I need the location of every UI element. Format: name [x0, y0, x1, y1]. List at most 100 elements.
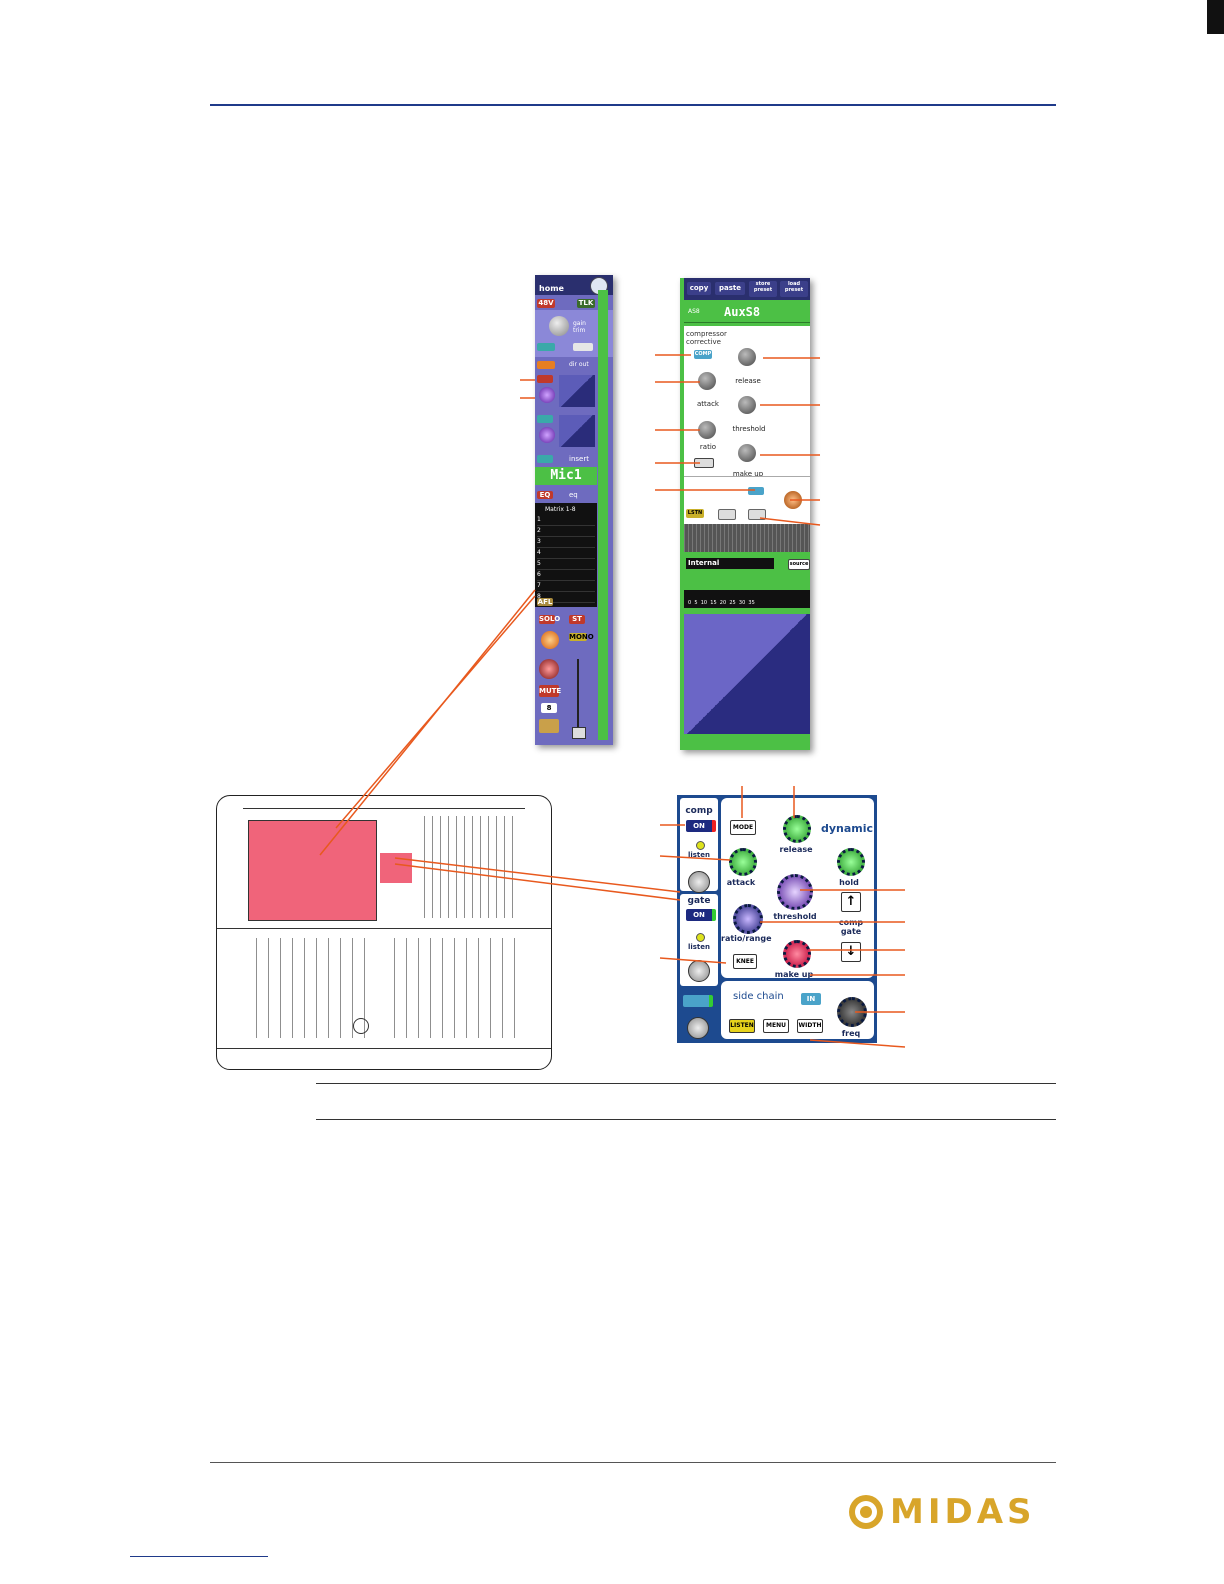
strip-gate-knob[interactable]	[539, 427, 555, 443]
console-overview	[216, 795, 552, 1070]
comp-on-button[interactable]	[537, 375, 553, 383]
matrix-row[interactable]: 7	[537, 582, 595, 592]
comp-up-button[interactable]: ↑	[841, 892, 861, 912]
channel-name[interactable]: Mic1	[535, 467, 597, 485]
matrix-row[interactable]: 3	[537, 538, 595, 548]
hold-knob[interactable]	[837, 848, 865, 876]
pan-knob[interactable]	[541, 631, 559, 649]
make-up-knob[interactable]	[738, 444, 756, 462]
matrix-row[interactable]: 1	[537, 516, 595, 526]
gate-section: gate ON listen	[680, 894, 718, 986]
console-bottom-rule	[217, 1048, 551, 1049]
threshold-knob[interactable]	[777, 874, 813, 910]
talk-button[interactable]: TLK	[577, 299, 595, 308]
ratio-knob[interactable]	[698, 421, 716, 439]
dir-out-label: dir out	[569, 361, 589, 368]
insert-button[interactable]	[537, 455, 553, 463]
eq-button[interactable]: EQ	[537, 491, 553, 499]
store-preset-button[interactable]: store preset	[749, 281, 777, 297]
meter-scale: 0 5 10 15 20 25 30 35	[688, 600, 755, 606]
menu-button[interactable]	[718, 509, 736, 520]
release-knob[interactable]	[783, 815, 811, 843]
dynamics-section: MODE release dynamic attack hold thresho…	[721, 798, 874, 979]
comp-listen-button[interactable]	[688, 871, 710, 893]
dir-out-button[interactable]	[537, 361, 555, 369]
midas-logo-mark	[849, 1495, 883, 1529]
knee-button[interactable]: KNEE	[733, 954, 757, 969]
vca-number: 8	[541, 703, 557, 713]
width-button[interactable]	[748, 509, 766, 520]
afl-button[interactable]: AFL	[537, 598, 553, 606]
make-up-label: make up	[732, 470, 764, 478]
aux-listen-button[interactable]	[687, 1017, 709, 1039]
side-chain-label: side chain	[733, 991, 784, 1002]
st-button[interactable]: ST	[569, 615, 585, 624]
fader-cap[interactable]	[572, 727, 586, 739]
mute-button[interactable]: MUTE	[539, 685, 562, 697]
level-knob[interactable]	[539, 659, 559, 679]
listen-button[interactable]: LSTN	[686, 509, 704, 518]
aux-graph	[684, 614, 810, 734]
strip-comp-knob[interactable]	[539, 387, 555, 403]
paste-button[interactable]: paste	[715, 282, 745, 295]
matrix-row[interactable]: 2	[537, 527, 595, 537]
menu-button[interactable]: MENU	[763, 1019, 789, 1033]
matrix-row[interactable]: 6	[537, 571, 595, 581]
side-chain-section: LSTN	[684, 476, 810, 529]
width-button[interactable]: WIDTH	[797, 1019, 823, 1033]
gate-on-button[interactable]: ON	[686, 909, 716, 921]
header-rule	[210, 104, 1056, 106]
matrix-row[interactable]: 8	[537, 593, 595, 603]
ratio-range-knob[interactable]	[733, 904, 763, 934]
fader-track	[577, 659, 579, 739]
gate-listen-led	[696, 933, 705, 942]
console-top-rule	[243, 808, 525, 809]
make-up-label: make up	[774, 970, 814, 979]
callout-line	[809, 1039, 906, 1048]
mode-button[interactable]: MODE	[730, 820, 756, 835]
comp-graph	[559, 375, 595, 407]
listen-button[interactable]: LISTEN	[729, 1019, 755, 1033]
side-chain-panel: side chain IN freq LISTEN MENU WIDTH	[721, 981, 874, 1039]
load-preset-button[interactable]: load preset	[780, 281, 808, 297]
gain-trim-knob[interactable]	[549, 316, 569, 336]
solo-button[interactable]: SOLO	[539, 615, 561, 624]
freq-label: freq	[841, 1029, 861, 1038]
matrix-row[interactable]: 5	[537, 560, 595, 570]
source-button[interactable]: source	[788, 559, 810, 570]
make-up-knob[interactable]	[783, 940, 811, 968]
matrix-row[interactable]: 4	[537, 549, 595, 559]
attack-knob[interactable]	[698, 372, 716, 390]
threshold-knob[interactable]	[738, 396, 756, 414]
strip-small-button-b[interactable]	[573, 343, 593, 351]
side-chain-in-button[interactable]	[748, 487, 764, 495]
gate-listen-label: listen	[687, 943, 711, 951]
caption-rule-top	[316, 1083, 1056, 1084]
mono-button[interactable]: MONO	[569, 633, 594, 641]
copy-button[interactable]: copy	[687, 282, 711, 295]
strip-right-edge	[598, 290, 608, 740]
source-field[interactable]: Internal	[686, 558, 774, 569]
strip-small-button-a[interactable]	[537, 343, 555, 351]
hold-button[interactable]	[539, 719, 559, 733]
comp-down-button[interactable]: ↓	[841, 942, 861, 962]
comp-on-button[interactable]: ON	[686, 820, 716, 832]
release-knob[interactable]	[738, 348, 756, 366]
footer-rule	[210, 1462, 1056, 1463]
home-label[interactable]: home	[539, 284, 564, 293]
comp-button[interactable]: COMP	[694, 350, 712, 359]
aux-in-button[interactable]	[683, 995, 713, 1007]
gate-on-button[interactable]	[537, 415, 553, 423]
gui-screen-highlight	[248, 820, 377, 921]
threshold-label: threshold	[773, 912, 817, 921]
callout-line	[759, 517, 821, 526]
footer-link-rule	[130, 1556, 268, 1557]
side-chain-in-button[interactable]: IN	[801, 993, 821, 1005]
callout-line	[659, 855, 731, 861]
attack-knob[interactable]	[729, 848, 757, 876]
ratio-range-label: ratio/range	[721, 934, 772, 943]
callout-line	[659, 957, 727, 964]
compressor-section: compressor corrective COMP release attac…	[684, 326, 810, 494]
phantom-button[interactable]: 48V	[537, 299, 555, 308]
